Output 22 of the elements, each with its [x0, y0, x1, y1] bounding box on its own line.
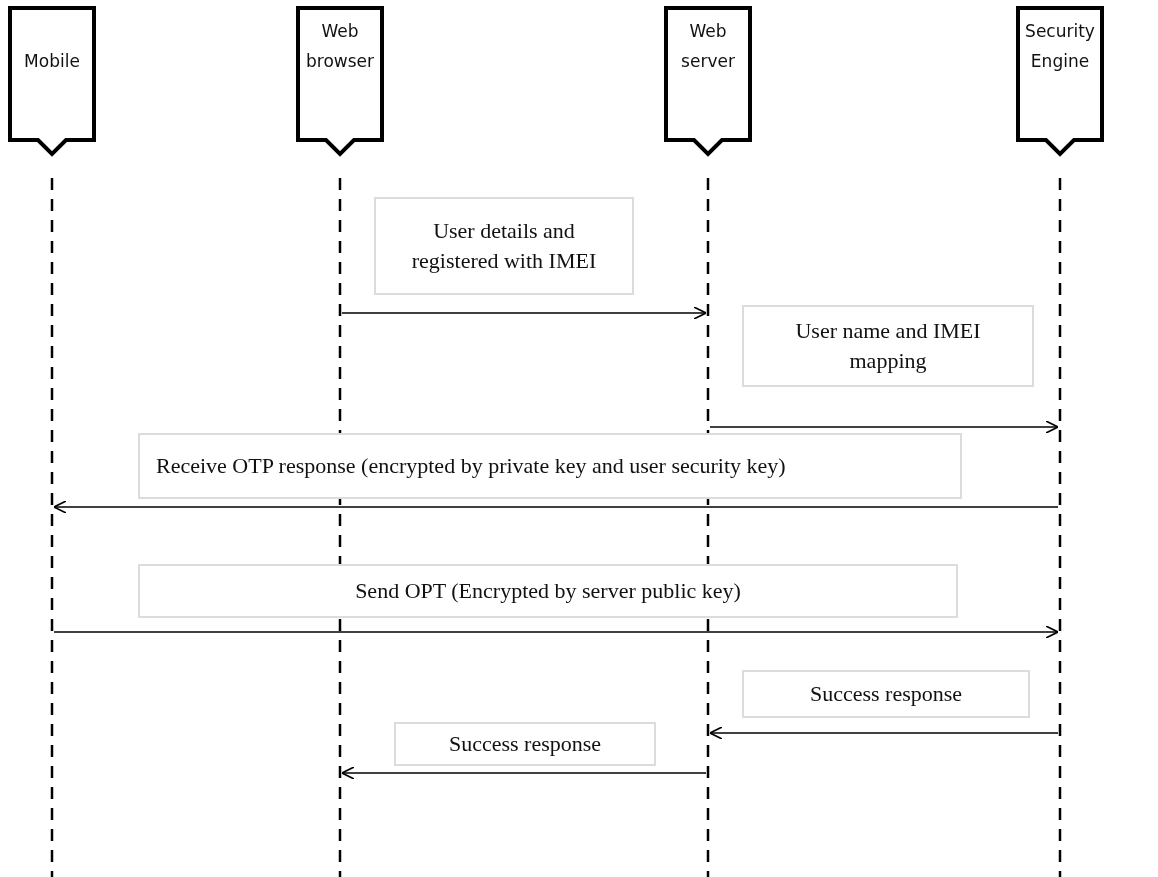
participant-name: Mobile — [23, 50, 81, 73]
message-arrow — [53, 500, 1059, 514]
participant-box — [8, 6, 96, 156]
edge-label: Receive OTP response (encrypted by private key and user security key) — [138, 433, 962, 499]
edge-label: Send OPT (Encrypted by server public key) — [138, 564, 958, 618]
message-arrow — [53, 625, 1059, 639]
message-arrow — [709, 420, 1059, 434]
edge-label: Success response — [394, 722, 656, 766]
participant-box — [664, 6, 752, 156]
lifeline — [1058, 178, 1062, 877]
participant-name: Security Engine — [1024, 20, 1096, 73]
lifeline — [50, 178, 54, 877]
participant-name: Web browser — [305, 20, 375, 73]
participant-box — [296, 6, 384, 156]
edge-label: User name and IMEI mapping — [742, 305, 1034, 387]
message-arrow — [341, 766, 707, 780]
message-arrow — [709, 726, 1059, 740]
participant-box — [1016, 6, 1104, 156]
edge-label: User details and registered with IMEI — [374, 197, 634, 295]
message-arrow — [341, 306, 707, 320]
edge-label: Success response — [742, 670, 1030, 718]
participant-name: Web server — [680, 20, 736, 73]
